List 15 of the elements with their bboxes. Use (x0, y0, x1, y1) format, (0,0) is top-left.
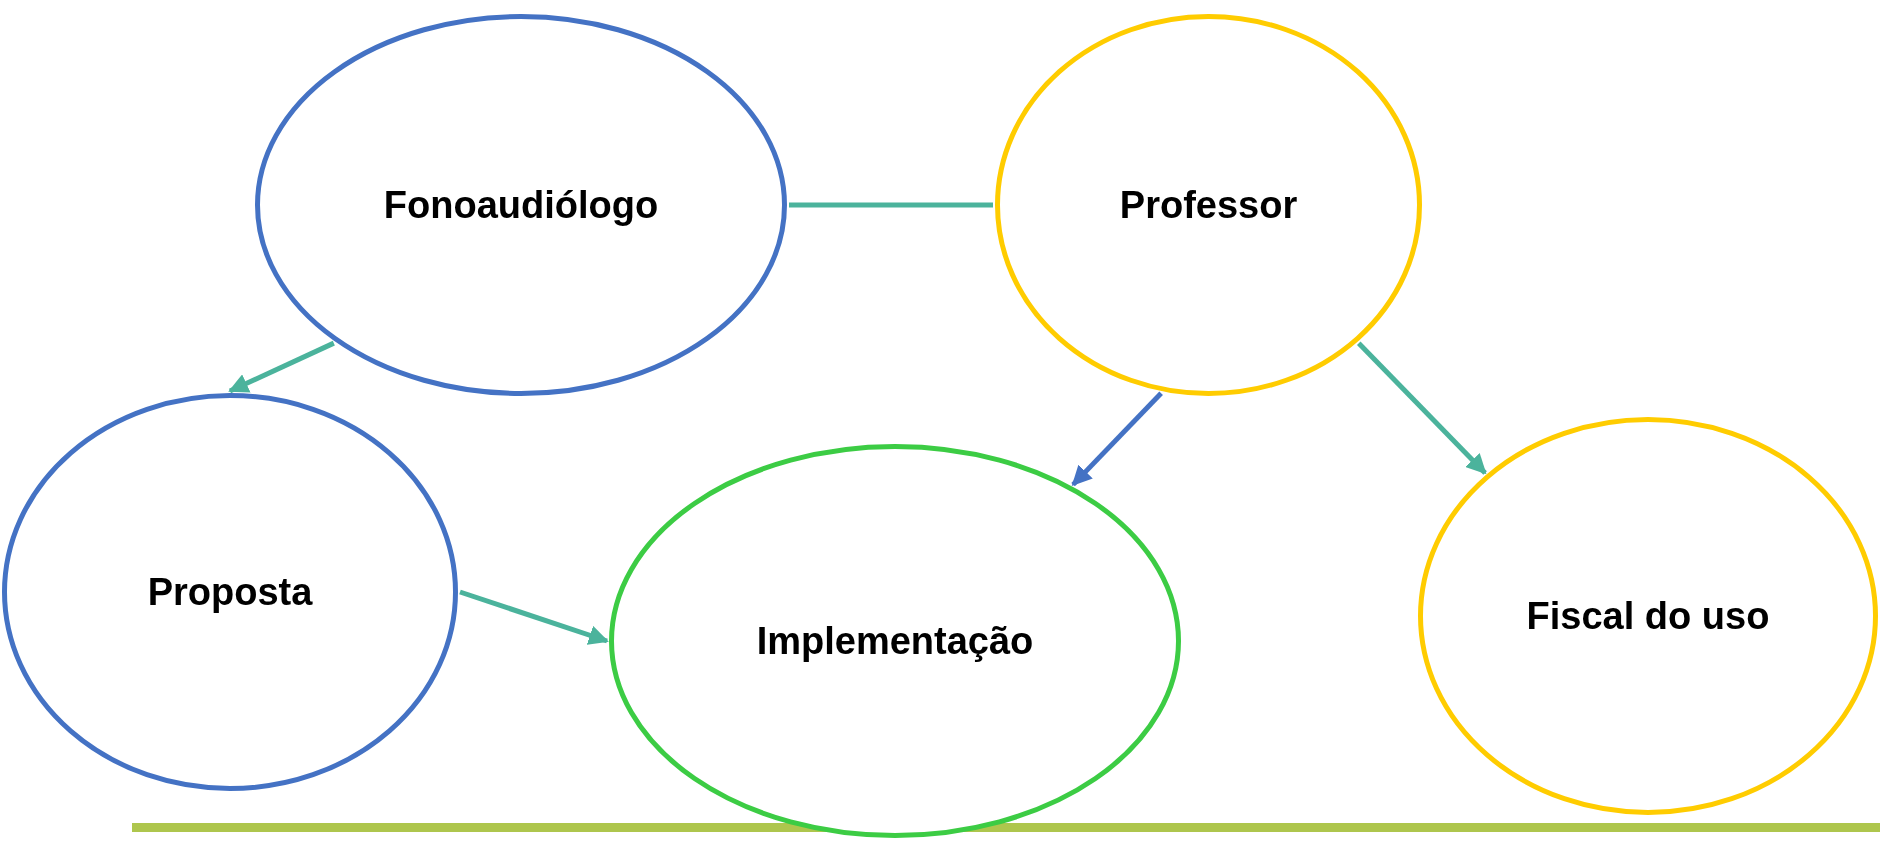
ellipse-node (1418, 417, 1878, 815)
arrow (1071, 391, 1163, 487)
arrow (459, 589, 609, 645)
node-label: Implementação (756, 618, 1034, 664)
node-label: Fiscal do uso (1526, 593, 1770, 639)
connector-line (789, 202, 993, 208)
node-label: Fonoaudiólogo (383, 182, 659, 228)
arrow (1356, 341, 1487, 475)
ellipse-node (995, 14, 1422, 396)
node-label: Proposta (147, 569, 313, 615)
ellipse-node (609, 444, 1181, 838)
ellipse-node (2, 393, 458, 791)
ellipse-node (255, 14, 787, 396)
node-label: Professor (1119, 182, 1298, 228)
arrow (228, 340, 335, 394)
